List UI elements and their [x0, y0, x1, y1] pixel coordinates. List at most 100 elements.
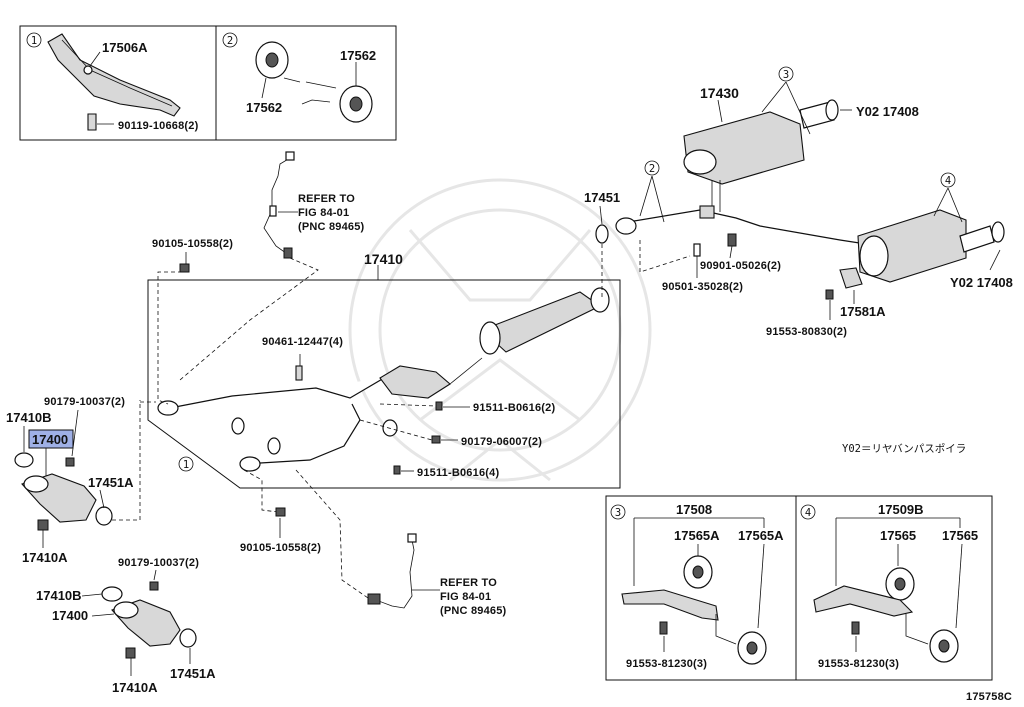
- figure-code: 175758C: [966, 691, 1012, 703]
- bolt-icon: [659, 621, 668, 635]
- part-label-17410b-upper: 17410B: [6, 410, 52, 425]
- part-label-17430: 17430: [700, 85, 739, 101]
- part-label-90461: 90461-12447(4): [262, 336, 343, 348]
- oxygen-sensor-upper: REFER TO FIG 84-01 (PNC 89465): [179, 151, 364, 381]
- gasket-icon: [595, 224, 609, 244]
- callout-number: 1: [31, 35, 37, 47]
- part-label-90179-06007: 90179-06007(2): [461, 436, 542, 448]
- part-label-90901: 90901-05026(2): [700, 260, 781, 272]
- refer-top-line1: REFER TO: [298, 193, 355, 205]
- flange-icon: [615, 217, 637, 235]
- inset-1-panel: 1 17506A 90119-10668(2): [19, 25, 217, 141]
- part-label-17581a: 17581A: [840, 304, 886, 319]
- part-label-17410a-upper: 17410A: [22, 550, 68, 565]
- refer-bottom-line3: (PNC 89465): [440, 605, 507, 617]
- callout-circle: [26, 32, 42, 48]
- part-label-17506a: 17506A: [102, 40, 148, 55]
- part-label-17565-left: 17565: [880, 528, 916, 543]
- front-pipe-lower: [243, 403, 361, 465]
- nut-icon: [431, 435, 441, 444]
- callout-number: 4: [805, 507, 811, 519]
- catalytic-converter: [379, 365, 451, 399]
- gasket-icon: [267, 437, 281, 455]
- gasket-icon: [101, 586, 123, 602]
- part-label-17565-right: 17565: [942, 528, 978, 543]
- callout-number: 2: [649, 163, 655, 175]
- part-label-91553-81230-right: 91553-81230(3): [818, 658, 899, 670]
- manifold-lower-group: 90179-10037(2) 17410B 17400 17410A 17451…: [36, 557, 216, 695]
- part-label-17451a-upper: 17451A: [88, 475, 134, 490]
- part-label-91553-80830: 91553-80830(2): [766, 326, 847, 338]
- part-label-90179-10037-lower: 90179-10037(2): [118, 557, 199, 569]
- bracket-17581a: [839, 267, 863, 289]
- legend-note: Y02＝リヤバンパスポイラ: [842, 443, 966, 455]
- part-label-91511-4: 91511-B0616(4): [417, 467, 499, 479]
- part-label-y02-top: Y02 17408: [856, 104, 919, 119]
- bolt-90105-upper: 90105-10558(2): [152, 238, 233, 405]
- hanger-bracket-17508: [621, 589, 719, 621]
- hanger-bracket-17509b: [813, 585, 914, 617]
- bolt-icon: [825, 289, 834, 300]
- refer-bottom-line2: FIG 84-01: [440, 591, 491, 603]
- bolt-90105-lower: 90105-10558(2): [240, 469, 321, 554]
- gasket-icon: [231, 417, 245, 435]
- part-label-90105-top: 90105-10558(2): [152, 238, 233, 250]
- part-label-90105-bottom: 90105-10558(2): [240, 542, 321, 554]
- part-label-17410: 17410: [364, 251, 403, 267]
- nut-icon: [37, 519, 49, 531]
- part-label-17508: 17508: [676, 502, 712, 517]
- manifold-upper-group: 90179-10037(2) 17410B 17400 17410A 17451…: [6, 396, 156, 565]
- part-label-y02-right: Y02 17408: [950, 275, 1013, 290]
- part-label-17565a-left: 17565A: [674, 528, 720, 543]
- bolt-icon: [727, 233, 737, 247]
- refer-bottom-line1: REFER TO: [440, 577, 497, 589]
- flange-icon: [590, 287, 610, 313]
- main-exhaust-frame: 17410 90461-12447(4) 91511-B0616(2) 9017…: [147, 251, 621, 489]
- tailpipe-tip-right: [959, 225, 995, 253]
- inset-3-panel: 3 17508 17565A 17565A 91553-81230(3): [605, 495, 797, 681]
- rear-muffler-section: 17430 Y02 17408 3 Y02 17408 4 2 17451: [584, 66, 1013, 338]
- part-label-17562-top: 17562: [340, 48, 376, 63]
- part-label-91553-81230-left: 91553-81230(3): [626, 658, 707, 670]
- part-label-17565a-right: 17565A: [738, 528, 784, 543]
- callout-number: 3: [615, 507, 621, 519]
- part-label-17400-lower: 17400: [52, 608, 88, 623]
- flange-icon: [157, 400, 179, 416]
- nut-icon: [149, 581, 159, 591]
- callout-number: 1: [183, 459, 189, 471]
- callout-number: 2: [227, 35, 233, 47]
- hanger-rubber-17565a-upper: [683, 555, 713, 589]
- hanger-rubber-17562-left: [255, 41, 289, 79]
- inset-4-panel: 4 17509B 17565 17565 91553-81230(3): [795, 495, 993, 681]
- nut-icon: [65, 457, 75, 467]
- gasket-icon: [14, 452, 34, 468]
- part-label-17410b-lower: 17410B: [36, 588, 82, 603]
- part-label-90501: 90501-35028(2): [662, 281, 743, 293]
- front-pipe-upper: [169, 377, 385, 409]
- callout-number: 3: [783, 69, 789, 81]
- part-label-90179-10037-upper: 90179-10037(2): [44, 396, 125, 408]
- part-label-17410a-lower: 17410A: [112, 680, 158, 695]
- oxygen-sensor-lower: REFER TO FIG 84-01 (PNC 89465): [295, 469, 507, 617]
- part-label-90119: 90119-10668(2): [118, 120, 199, 132]
- hanger-rubber-17565-upper: [885, 567, 915, 601]
- gasket-icon: [95, 506, 113, 526]
- nut-icon: [125, 647, 136, 659]
- bolt-icon: [435, 401, 443, 411]
- bolt-icon: [87, 113, 97, 131]
- part-label-17451a-lower: 17451A: [170, 666, 216, 681]
- part-label-91511-2: 91511-B0616(2): [473, 402, 555, 414]
- bolt-icon: [393, 465, 401, 475]
- refer-top-line2: FIG 84-01: [298, 207, 349, 219]
- part-label-17400-upper: 17400: [32, 432, 68, 447]
- tailpipe-assembly: [615, 209, 867, 245]
- inset-2-panel: 2 17562 17562: [215, 25, 397, 141]
- bracket-90461-icon: [295, 365, 303, 381]
- hanger-rubber-17562-right: [339, 85, 373, 123]
- highlight-box-17400: [28, 429, 74, 449]
- flange-icon: [239, 456, 261, 472]
- part-label-17562-left: 17562: [246, 100, 282, 115]
- spring-icon: [693, 243, 701, 257]
- gasket-icon: [179, 628, 197, 648]
